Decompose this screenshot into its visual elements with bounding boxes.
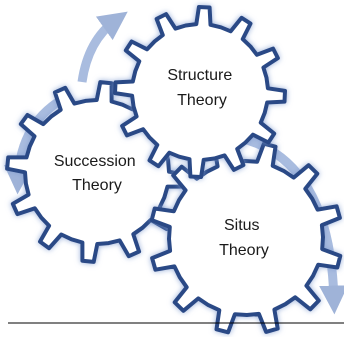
structure-label-line2: Theory: [177, 92, 227, 109]
structure-label-line1: Structure: [167, 67, 232, 84]
situs-theory-label: Situs Theory: [219, 217, 269, 259]
situs-gear: [149, 141, 343, 335]
structure-theory-label: Structure Theory: [167, 67, 236, 109]
succession-theory-label: Succession Theory: [54, 153, 140, 194]
cycle-arrow-top: [77, 11, 128, 83]
succession-label-line2: Theory: [72, 177, 122, 194]
situs-label-line1: Situs: [224, 217, 260, 234]
situs-label-line2: Theory: [219, 242, 269, 259]
structure-gear: [113, 5, 287, 179]
succession-label-line1: Succession: [54, 153, 136, 170]
